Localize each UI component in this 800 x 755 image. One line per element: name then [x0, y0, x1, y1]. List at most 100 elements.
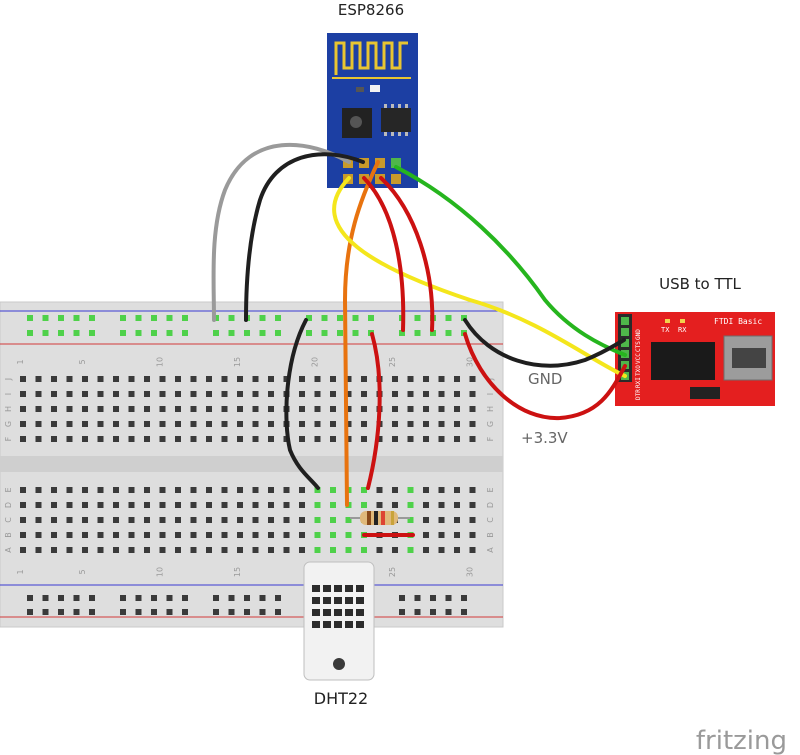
hole [330, 421, 336, 427]
hole [345, 547, 352, 553]
rx-led-icon [680, 319, 685, 323]
hole [82, 421, 88, 427]
rail-hole [414, 595, 421, 601]
hole [469, 532, 476, 538]
column-number: 10 [156, 567, 165, 577]
hole [392, 391, 398, 397]
rail-hole [166, 609, 173, 615]
hole [221, 421, 228, 427]
hole [82, 517, 88, 523]
hole [454, 376, 460, 382]
hole [113, 376, 119, 382]
hole [454, 421, 460, 427]
hole [252, 436, 259, 442]
hole [35, 547, 42, 553]
red-wire-esp-2 [379, 176, 435, 332]
hole [268, 376, 274, 382]
grille-slot [312, 609, 320, 616]
esp-flash-chip [381, 108, 411, 132]
grille-slot [345, 597, 353, 604]
ftdi-pin-label: RXI [635, 377, 642, 388]
hole [330, 517, 336, 523]
column-number: 5 [78, 569, 87, 574]
hole [392, 547, 398, 553]
hole [314, 502, 321, 508]
hole [97, 547, 104, 553]
rail-hole [275, 315, 281, 321]
rail-hole [89, 595, 95, 601]
rail-hole [275, 330, 281, 336]
rail-hole [352, 315, 359, 321]
hole [407, 547, 414, 553]
rail-hole [337, 315, 343, 321]
hole [345, 532, 352, 538]
hole [113, 406, 119, 412]
hole [392, 487, 398, 493]
hole [144, 436, 150, 442]
hole [144, 406, 150, 412]
rail-hole [275, 609, 281, 615]
hole [361, 391, 367, 397]
hole [392, 502, 398, 508]
rail-hole [135, 595, 142, 601]
hole [20, 421, 26, 427]
grille-slot [312, 621, 320, 628]
dht22-sensor [303, 561, 375, 681]
hole [51, 391, 57, 397]
hole [469, 517, 476, 523]
hole [159, 532, 166, 538]
hole [113, 532, 119, 538]
hole [299, 421, 305, 427]
resistor-band [391, 511, 394, 525]
hole [97, 487, 104, 493]
hole [82, 547, 88, 553]
ftdi-pin-label: DTR [635, 389, 642, 400]
rail-hole [182, 330, 188, 336]
rail-hole [166, 330, 173, 336]
hole [190, 532, 197, 538]
hole [314, 532, 321, 538]
hole [35, 502, 42, 508]
hole [66, 436, 73, 442]
breadboard: 115510101515202025253030 JJIIHHGGFFEEDDC… [0, 301, 504, 628]
hole [330, 532, 336, 538]
rail-hole [306, 330, 312, 336]
rail-hole [120, 330, 126, 336]
rail-hole [461, 609, 467, 615]
rail-hole [275, 595, 281, 601]
hole [376, 487, 383, 493]
column-number: 5 [78, 359, 87, 364]
hole [345, 421, 352, 427]
hole [330, 376, 336, 382]
ftdi-pin-label: VCC [635, 353, 642, 364]
hole [438, 421, 445, 427]
rail-hole [151, 330, 157, 336]
hole [206, 502, 212, 508]
hole [128, 421, 135, 427]
hole [190, 547, 197, 553]
hole [97, 532, 104, 538]
row-letter: E [4, 487, 13, 492]
tx-label: TX [661, 326, 670, 334]
hole [66, 547, 73, 553]
column-number: 15 [233, 357, 242, 367]
hole [206, 532, 212, 538]
grille-slot [323, 621, 331, 628]
usb-port-opening [732, 348, 766, 368]
hole [144, 502, 150, 508]
rail-hole [151, 609, 157, 615]
rail-hole [368, 315, 374, 321]
espressif-logo-icon [350, 116, 362, 128]
hole [66, 517, 73, 523]
rail-hole [27, 595, 33, 601]
column-number: 25 [388, 567, 397, 577]
wires [211, 142, 627, 537]
rail-hole [244, 595, 250, 601]
hole [82, 391, 88, 397]
hole [252, 406, 259, 412]
hole [20, 502, 26, 508]
hole [438, 502, 445, 508]
hole [283, 487, 290, 493]
rail-hole [89, 315, 95, 321]
usb-ttl-label: USB to TTL [659, 275, 741, 293]
